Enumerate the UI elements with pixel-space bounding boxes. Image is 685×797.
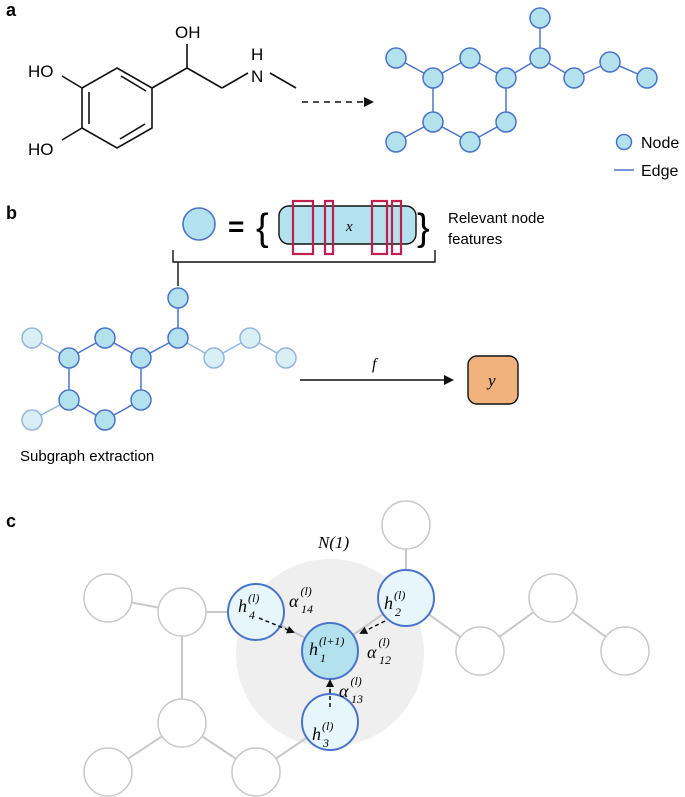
graph-node: [528, 573, 578, 623]
graph-node: [529, 7, 551, 29]
feature-highlight: [370, 199, 389, 256]
feature-bracket: [172, 250, 436, 263]
atom-label-ho-lower: HO: [28, 140, 54, 159]
features-label-line2: features: [448, 231, 502, 248]
bond: [269, 72, 297, 89]
equals-sign: =: [228, 211, 244, 242]
atom-label-oh: OH: [175, 23, 201, 42]
graph-node: [275, 347, 297, 369]
graph-node: [167, 287, 189, 309]
graph-node: [385, 131, 407, 153]
graph-node: [495, 111, 517, 133]
graph-node: [495, 67, 517, 89]
label-h1: h(l+1)1: [309, 634, 344, 665]
legend-node-label: Node: [641, 135, 679, 152]
atom-label-h: H: [251, 45, 263, 64]
bond: [151, 67, 188, 89]
ring-double-bond: [120, 75, 147, 92]
bond: [61, 127, 83, 141]
label-h3: h(l)3: [312, 719, 333, 750]
graph-node: [94, 409, 116, 431]
bond: [186, 67, 223, 89]
label-h2: h(l)2: [384, 588, 405, 619]
atom-label-n: N: [251, 67, 263, 86]
molecule-structure: [61, 44, 297, 149]
brace-close: }: [417, 207, 430, 249]
graph-node: [459, 131, 481, 153]
bond: [221, 72, 249, 89]
graph-node: [130, 347, 152, 369]
panel-label-a: a: [6, 0, 17, 20]
graph-node: [381, 500, 431, 550]
output-box: [467, 355, 519, 405]
neighbor-node: [377, 569, 435, 627]
subgraph: [21, 287, 297, 431]
neighbor-node: [227, 583, 285, 641]
feature-vector-label: x: [345, 219, 353, 235]
graph-node: [529, 47, 551, 69]
label-alpha-13: α(l)13: [339, 674, 363, 706]
legend-edge-label: Edge: [641, 163, 678, 180]
atom-label-ho-upper: HO: [28, 62, 54, 81]
graph-node: [203, 347, 225, 369]
subgraph-caption: Subgraph extraction: [20, 448, 154, 465]
graph-node: [58, 347, 80, 369]
graph-node: [167, 327, 189, 349]
graph-node: [459, 47, 481, 69]
attention-labels: α(l)14 α(l)12 α(l)13: [289, 584, 391, 706]
relevant-feature-highlights: [291, 199, 403, 256]
panel-label-b: b: [6, 203, 17, 223]
legend-node-icon: [615, 133, 633, 151]
output-label: y: [486, 371, 496, 390]
label-alpha-14: α(l)14: [289, 584, 313, 616]
ring-double-bond: [119, 123, 146, 140]
graph-node: [636, 67, 658, 89]
message-passing-graph: [83, 500, 650, 797]
graph-node: [600, 626, 650, 676]
graph-node: [83, 573, 133, 623]
function-label: f: [372, 356, 379, 373]
graph-node: [157, 698, 207, 748]
graph-node: [599, 51, 621, 73]
panel-label-c: c: [6, 511, 16, 531]
graph-node: [83, 747, 133, 797]
graph-node: [231, 747, 281, 797]
graph-node: [130, 389, 152, 411]
label-h4: h(l)4: [238, 591, 259, 622]
graph-node: [422, 111, 444, 133]
label-alpha-12: α(l)12: [367, 635, 391, 667]
neighborhood-label: N(1): [317, 533, 350, 552]
feature-highlight: [323, 199, 335, 256]
graph-node: [455, 626, 505, 676]
feature-highlight: [390, 199, 403, 256]
brace-open: {: [256, 207, 269, 249]
graph-node: [422, 67, 444, 89]
feature-highlight: [291, 199, 315, 256]
features-label-line1: Relevant node: [448, 210, 545, 227]
graph-node: [21, 409, 43, 431]
neighbor-node: [301, 693, 359, 751]
graph-node: [157, 587, 207, 637]
graph-node: [239, 327, 261, 349]
graph-node: [58, 389, 80, 411]
attention-arrow-14: [258, 617, 295, 634]
benzene-ring: [81, 67, 153, 149]
bond: [61, 75, 83, 89]
node-icon: [182, 207, 216, 241]
graph-node: [94, 327, 116, 349]
attention-arrow-12: [359, 620, 386, 634]
graph-node: [385, 47, 407, 69]
graph-node: [21, 327, 43, 349]
graph-node: [563, 67, 585, 89]
node-labels: h(l+1)1 h(l)2 h(l)3 h(l)4: [238, 588, 405, 750]
molecular-graph: [385, 7, 658, 153]
